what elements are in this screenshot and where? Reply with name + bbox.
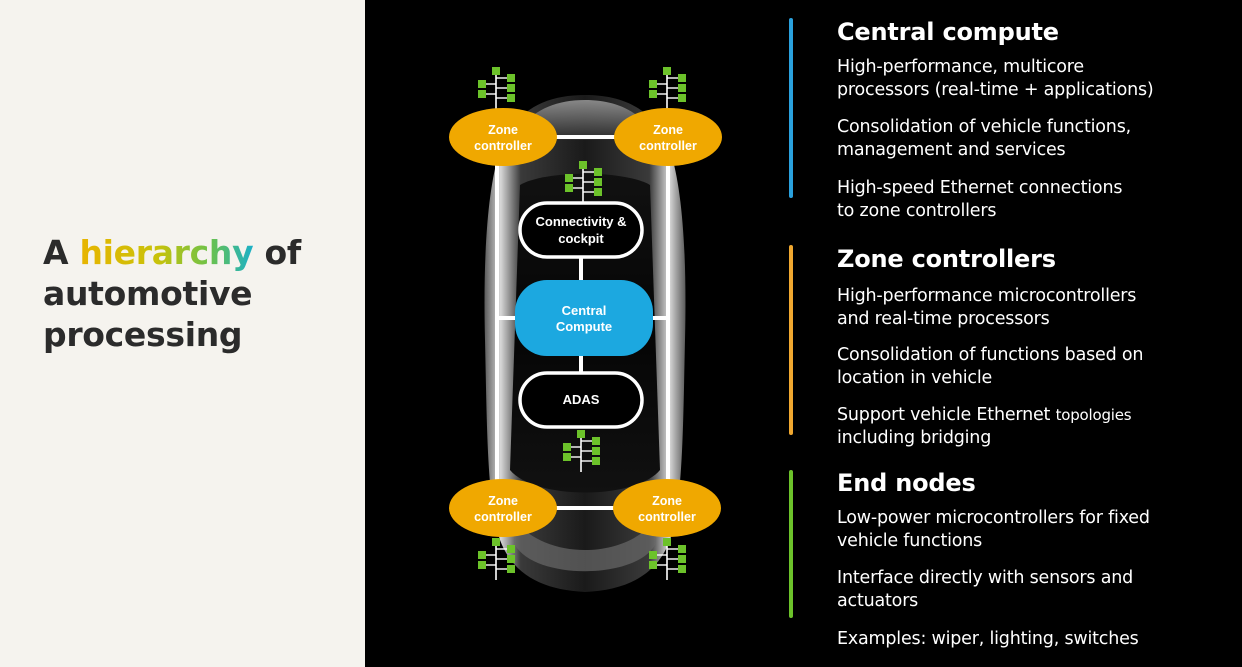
section-end-nodes: End nodes Low-power microcontrollers for… xyxy=(789,469,1239,660)
zone-label-2: controller xyxy=(638,510,696,524)
vehicle-architecture-diagram: Connectivity & cockpit Central Compute A… xyxy=(365,0,785,667)
title-line-2: automotive xyxy=(43,274,253,313)
connectivity-cockpit-node: Connectivity & cockpit xyxy=(518,201,644,259)
diagram-svg: Connectivity & cockpit Central Compute A… xyxy=(449,66,722,592)
adas-label: ADAS xyxy=(563,392,600,407)
central-compute-node: Central Compute xyxy=(515,280,653,356)
section-central-compute: Central compute High-performance, multic… xyxy=(789,18,1239,221)
title-part-2: of xyxy=(253,233,302,272)
adas-node: ADAS xyxy=(518,371,644,429)
zone-label-1: Zone xyxy=(488,494,518,508)
zone-label-1: Zone xyxy=(488,123,518,137)
zone-label-1: Zone xyxy=(653,123,683,137)
title-highlight: hierarchy xyxy=(79,233,254,272)
section-accent-bar xyxy=(789,470,793,618)
central-label-1: Central xyxy=(562,303,607,318)
left-panel: A hierarchy of automotive processing xyxy=(0,0,365,667)
zone-label-2: controller xyxy=(639,139,697,153)
zone-controller-rear-right: Zone controller xyxy=(613,479,721,537)
section-heading: End nodes xyxy=(837,469,976,497)
zone-label-2: controller xyxy=(474,510,532,524)
zone-label-1: Zone xyxy=(652,494,682,508)
section-zone-controllers: Zone controllers High-performance microc… xyxy=(789,245,1239,448)
title-part-1: A xyxy=(43,233,80,272)
title-line-3: processing xyxy=(43,315,243,354)
central-label-2: Compute xyxy=(556,319,612,334)
connectivity-label-2: cockpit xyxy=(558,231,604,246)
connectivity-label-1: Connectivity & xyxy=(535,214,626,229)
section-heading: Zone controllers xyxy=(837,245,1056,273)
zone-controller-rear-left: Zone controller xyxy=(449,479,557,537)
slide-title: A hierarchy of automotive processing xyxy=(43,232,301,355)
zone-controller-front-right: Zone controller xyxy=(614,108,722,166)
zone-label-2: controller xyxy=(474,139,532,153)
section-accent-bar xyxy=(789,18,793,198)
section-item: Examples: wiper, lighting, switches xyxy=(837,629,1139,649)
section-item: Consolidation of vehicle functions,manag… xyxy=(837,117,1131,160)
zone-controller-front-left: Zone controller xyxy=(449,108,557,166)
section-heading: Central compute xyxy=(837,18,1059,46)
section-accent-bar xyxy=(789,245,793,435)
